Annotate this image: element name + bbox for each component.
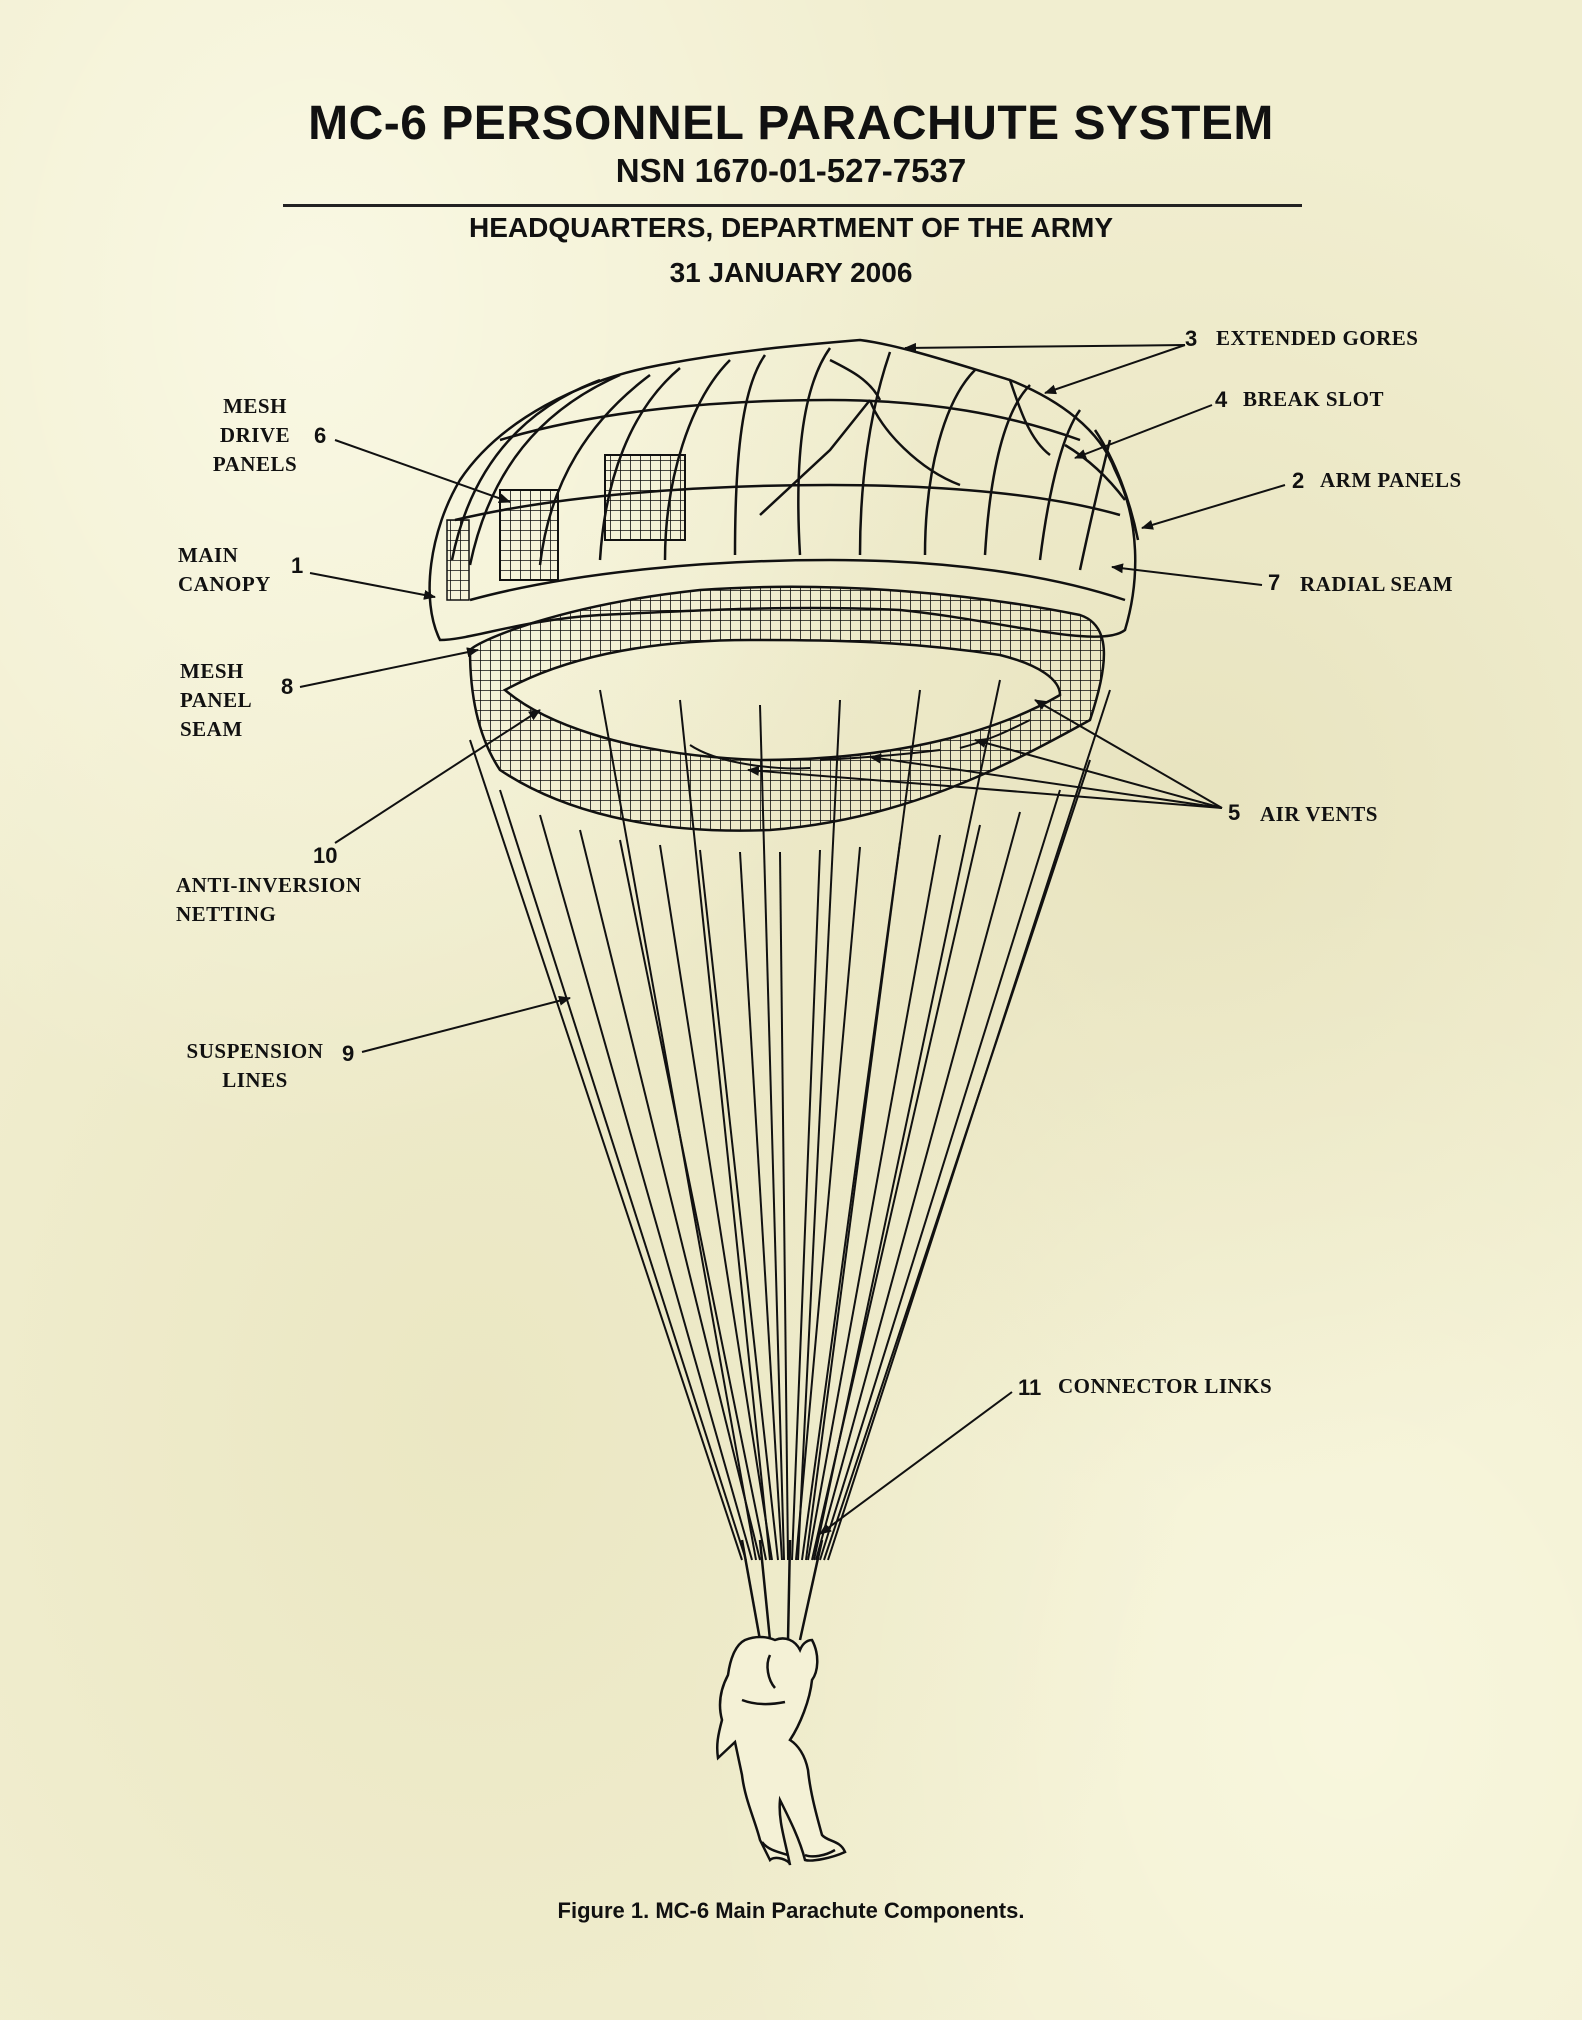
callout-number: 8 — [281, 674, 294, 699]
callout-number: 3 — [1185, 326, 1198, 351]
leader-anti-inversion-netting — [334, 709, 541, 844]
callout-number: 10 — [313, 843, 338, 868]
label-break-slot: BREAK SLOT — [1243, 387, 1384, 411]
label-suspension-lines: SUSPENSION LINES — [170, 1037, 340, 1095]
leader-connector-links — [819, 1391, 1013, 1535]
label-line: MESH — [223, 394, 287, 418]
label-line: LINES — [222, 1068, 288, 1092]
leader-suspension-lines — [361, 995, 571, 1053]
label-mesh-drive-panels: MESH DRIVE PANELS — [200, 392, 310, 479]
label-line: SUSPENSION — [186, 1039, 324, 1063]
mesh-drive-panel — [499, 489, 559, 581]
leader-arm-panels — [1141, 484, 1286, 530]
label-main-canopy: MAIN CANOPY — [178, 541, 271, 599]
leader-air-vents-3 — [869, 753, 1223, 809]
callout-number: 5 — [1228, 800, 1241, 825]
organization: HEADQUARTERS, DEPARTMENT OF THE ARMY — [469, 212, 1113, 243]
mesh-drive-panel — [446, 519, 470, 601]
label-mesh-panel-seam: MESH PANEL SEAM — [180, 657, 252, 744]
leader-radial-seam — [1111, 563, 1263, 586]
leader-break-slot — [1074, 404, 1213, 459]
label-line: SEAM — [180, 717, 243, 741]
page-edge — [1582, 0, 1588, 2020]
label-line: MAIN — [178, 543, 239, 567]
publication-date: 31 JANUARY 2006 — [669, 257, 913, 288]
callout-number: 2 — [1292, 468, 1305, 493]
label-arm-panels: ARM PANELS — [1320, 468, 1462, 492]
leader-air-vents-4 — [747, 765, 1223, 809]
callout-number: 4 — [1215, 387, 1228, 412]
leader-main-canopy — [309, 572, 436, 600]
callout-number: 1 — [291, 553, 304, 578]
label-line: PANEL — [180, 688, 253, 712]
label-connector-links: CONNECTOR LINKS — [1058, 1374, 1273, 1398]
nsn-number: NSN 1670-01-527-7537 — [615, 152, 967, 189]
callout-number: 11 — [1018, 1375, 1042, 1400]
label-air-vents: AIR VENTS — [1260, 802, 1378, 826]
leader-air-vents-2 — [974, 738, 1223, 809]
mesh-drive-panel — [604, 454, 686, 541]
leader-air-vents-1 — [1034, 699, 1223, 809]
jumper-figure — [715, 1635, 847, 1866]
suspension-lines — [469, 679, 1111, 1561]
leader-mesh-drive-panels — [334, 439, 511, 504]
label-radial-seam: RADIAL SEAM — [1300, 572, 1454, 596]
leader-lines — [299, 342, 1286, 1535]
leader-extended-gores-1 — [904, 342, 1186, 353]
callout-number: 6 — [314, 423, 327, 448]
anti-inversion-netting — [468, 585, 1106, 832]
label-line: CANOPY — [178, 572, 271, 596]
page-title: MC-6 PERSONNEL PARACHUTE SYSTEM — [308, 97, 1274, 150]
label-line: PANELS — [212, 452, 298, 476]
label-line: MESH — [180, 659, 244, 683]
label-line: ANTI-INVERSION — [176, 873, 362, 897]
figure-caption: Figure 1. MC-6 Main Parachute Components… — [557, 1898, 1025, 1923]
label-line: DRIVE — [219, 423, 291, 447]
connector-links — [740, 1539, 824, 1641]
leader-mesh-panel-seam — [299, 647, 479, 688]
header-divider — [283, 204, 1302, 207]
label-line: NETTING — [176, 902, 277, 926]
label-extended-gores: EXTENDED GORES — [1216, 326, 1419, 350]
callout-number: 7 — [1268, 570, 1281, 595]
leader-extended-gores-2 — [1044, 344, 1186, 395]
label-anti-inversion-netting: ANTI-INVERSION NETTING — [176, 871, 362, 929]
callout-number: 9 — [342, 1041, 355, 1066]
